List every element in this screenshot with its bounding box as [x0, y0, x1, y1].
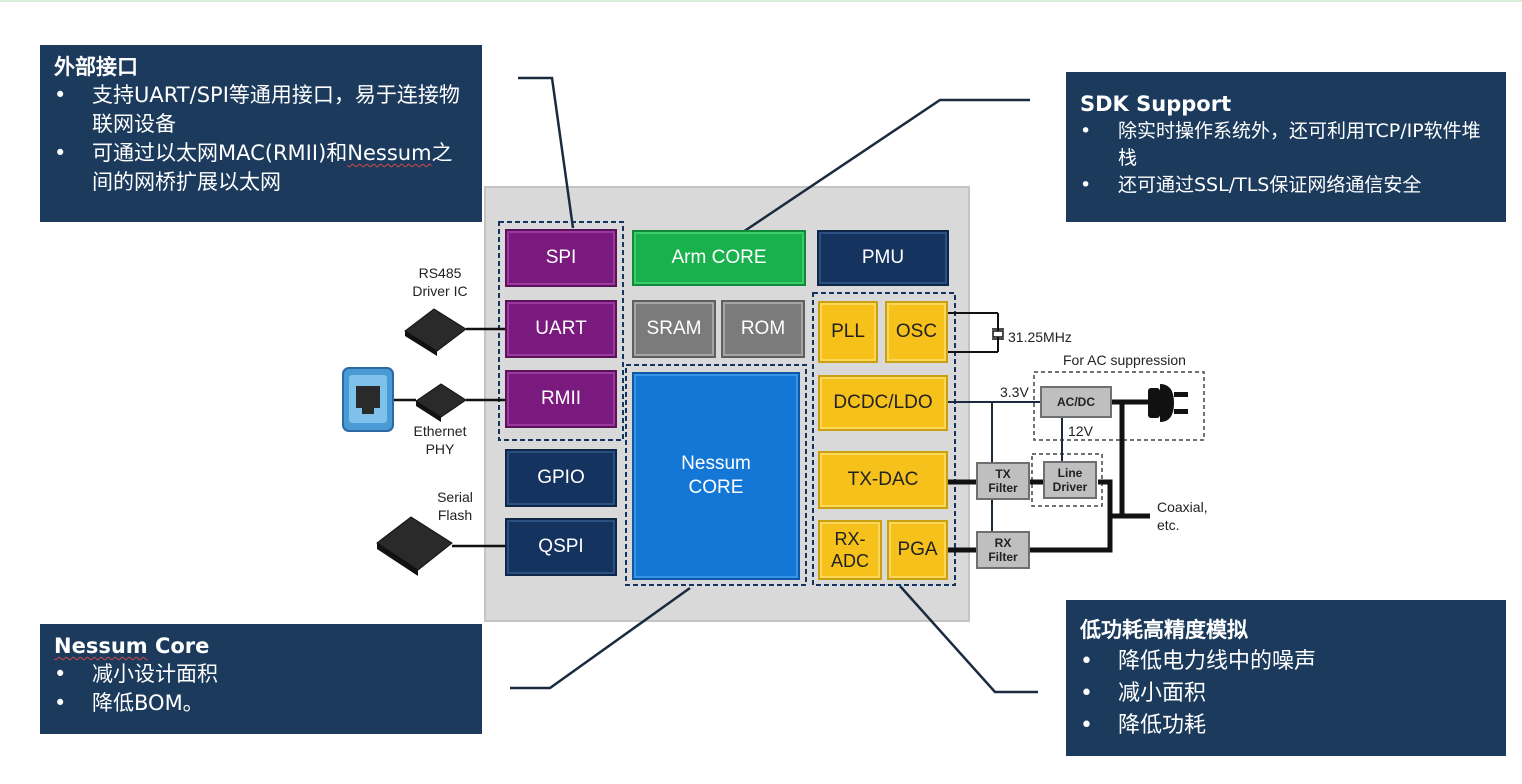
pga-block: PGA [887, 520, 948, 580]
crystal-icon [992, 328, 1004, 340]
pll-block: PLL [818, 301, 878, 363]
leader-line-core [510, 586, 691, 690]
leader-line-sdk [742, 98, 1030, 234]
callout-bullet: 减小设计面积 [54, 660, 468, 689]
flash-label-line2: Flash [437, 507, 473, 523]
nessum-term: Nessum [54, 634, 148, 658]
tx-filter-label-line1: TX [995, 467, 1011, 481]
dcdc-ldo-block: DCDC/LDO [818, 375, 948, 431]
bullet-text: 减小面积 [1118, 681, 1207, 706]
arm-core-block: Arm CORE [632, 230, 806, 286]
callout-title: Nessum Core [54, 632, 468, 660]
line-driver-label-line1: Line [1057, 466, 1083, 480]
eth-label-line2: PHY [425, 441, 455, 457]
top-border-line [0, 0, 1522, 2]
tx-dac-block: TX-DAC [818, 451, 948, 509]
rs485-label: RS485 Driver IC [398, 264, 482, 300]
callout-sdk-support: SDK Support 除实时操作系统外，还可利用TCP/IP软件堆栈 还可通过… [1066, 72, 1506, 222]
callout-bullet: 支持UART/SPI等通用接口，易于连接物联网设备 [54, 81, 468, 139]
ethernet-phy-label: Ethernet PHY [400, 422, 480, 458]
leader-line-analog [899, 585, 1038, 694]
callout-bullet: 除实时操作系统外，还可利用TCP/IP软件堆栈 [1080, 118, 1494, 172]
coax-label-line1: Coaxial, [1157, 499, 1208, 515]
eth-label-line1: Ethernet [413, 423, 467, 439]
gpio-block: GPIO [505, 449, 617, 507]
bullet-text: 降低功耗 [1118, 713, 1207, 738]
callout-nessum-core: Nessum Core 减小设计面积 降低BOM。 [40, 624, 482, 734]
callout-bullet: 可通过以太网MAC(RMII)和Nessum之间的网桥扩展以太网 [54, 139, 468, 197]
bullet-text: 支持UART/SPI等通用接口，易于连接物联网设备 [92, 83, 460, 136]
serial-flash-label: Serial Flash [420, 488, 490, 524]
callout-list: 降低电力线中的噪声 减小面积 降低功耗 [1080, 646, 1492, 742]
dashed-group-nessum [625, 364, 807, 586]
flash-label-line1: Serial [437, 489, 473, 505]
callout-bullet: 降低电力线中的噪声 [1080, 646, 1492, 678]
dashed-group-interfaces [498, 221, 624, 441]
callout-bullet: 降低功耗 [1080, 710, 1492, 742]
bullet-text: 还可通过SSL/TLS保证网络通信安全 [1118, 174, 1422, 196]
bullet-text: 降低BOM。 [92, 691, 204, 715]
serial-flash-icon-side [377, 543, 418, 576]
nessum-core-label-line1: Nessum [681, 453, 751, 474]
callout-title: 低功耗高精度模拟 [1080, 618, 1248, 642]
spi-block: SPI [505, 229, 617, 287]
nessum-core-block: Nessum CORE [632, 372, 800, 580]
bullet-text: 降低电力线中的噪声 [1118, 649, 1317, 674]
sram-block: SRAM [632, 300, 716, 358]
callout-external-interface: 外部接口 支持UART/SPI等通用接口，易于连接物联网设备 可通过以太网MAC… [40, 45, 482, 222]
qspi-block: QSPI [505, 518, 617, 576]
bullet-text: 除实时操作系统外，还可利用TCP/IP软件堆栈 [1118, 120, 1481, 169]
rx-adc-label-line2: ADC [830, 551, 869, 571]
callout-list: 除实时操作系统外，还可利用TCP/IP软件堆栈 还可通过SSL/TLS保证网络通… [1080, 118, 1494, 199]
osc-block: OSC [885, 301, 948, 363]
ac-dc-box: AC/DC [1040, 386, 1112, 418]
callout-bullet: 降低BOM。 [54, 689, 468, 718]
rx-filter-label-line1: RX [994, 536, 1012, 550]
bullet-text: 之间的网桥扩展以太网 [92, 141, 453, 194]
rx-adc-block: RX- ADC [818, 520, 882, 580]
rx-filter-label-line2: Filter [988, 550, 1018, 564]
tx-filter-box: TX Filter [976, 462, 1030, 500]
rx-filter-box: RX Filter [976, 531, 1030, 569]
nessum-core-label-line2: CORE [688, 477, 744, 498]
callout-title: 外部接口 [54, 55, 138, 79]
ethernet-phy-icon-side [416, 401, 441, 422]
rs485-label-line1: RS485 [418, 265, 462, 281]
ac-suppression-label: For AC suppression [1063, 352, 1186, 368]
leader-line-external [518, 76, 575, 229]
crystal-frequency-label: 31.25MHz [1008, 329, 1072, 345]
callout-low-power-analog: 低功耗高精度模拟 降低电力线中的噪声 减小面积 降低功耗 [1066, 600, 1506, 756]
callout-bullet: 还可通过SSL/TLS保证网络通信安全 [1080, 172, 1494, 199]
rom-block: ROM [721, 300, 805, 358]
rs485-label-line2: Driver IC [412, 283, 468, 299]
rx-adc-label-line1: RX- [834, 529, 866, 549]
voltage-12v-label: 12V [1068, 423, 1093, 439]
rs485-chip-icon-side [405, 331, 437, 356]
pmu-block: PMU [817, 230, 949, 286]
voltage-3v3-label: 3.3V [1000, 384, 1029, 400]
rmii-block: RMII [505, 370, 617, 428]
title-text: Core [147, 634, 210, 658]
coaxial-label: Coaxial, etc. [1157, 498, 1208, 534]
bullet-text: 可通过以太网MAC(RMII)和 [92, 141, 348, 165]
power-plug-icon [1148, 384, 1188, 422]
tx-filter-label-line2: Filter [988, 481, 1018, 495]
callout-title: SDK Support [1080, 92, 1232, 116]
rs485-chip-icon [404, 308, 467, 352]
line-driver-label-line2: Driver [1052, 480, 1088, 494]
bullet-text: 减小设计面积 [92, 662, 218, 686]
callout-list: 减小设计面积 降低BOM。 [54, 660, 468, 718]
callout-bullet: 减小面积 [1080, 678, 1492, 710]
callout-list: 支持UART/SPI等通用接口，易于连接物联网设备 可通过以太网MAC(RMII… [54, 81, 468, 197]
serial-flash-icon [376, 516, 453, 571]
dashed-group-ac-suppression [1033, 371, 1205, 441]
ethernet-phy-icon [415, 383, 467, 418]
dashed-group-analog [812, 292, 956, 586]
coax-label-line2: etc. [1157, 517, 1180, 533]
ethernet-jack-icon [342, 367, 394, 432]
line-driver-box: Line Driver [1043, 461, 1097, 499]
nessum-term: Nessum [347, 141, 432, 165]
uart-block: UART [505, 300, 617, 358]
